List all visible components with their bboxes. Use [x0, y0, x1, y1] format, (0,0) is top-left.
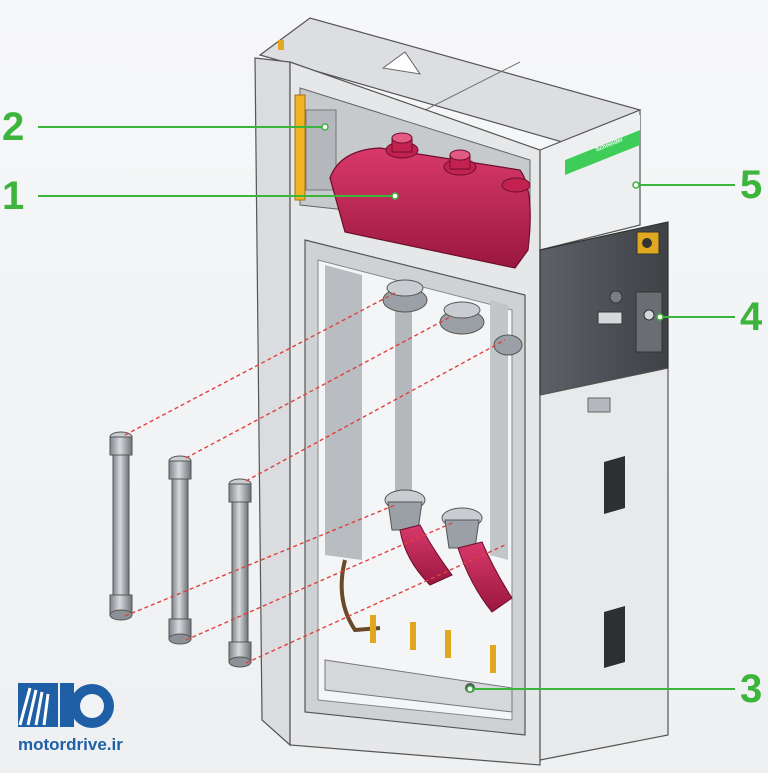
fuse-right — [228, 478, 252, 668]
callout-label-3: 3 — [740, 667, 763, 711]
motordrive-logo — [18, 683, 114, 728]
arrow-marker — [381, 51, 422, 75]
mechanism-door — [635, 291, 663, 353]
fuse-holders-upper — [382, 279, 523, 356]
callout-dots — [321, 123, 664, 693]
vent-upper — [604, 456, 625, 514]
fuse-guide-lines — [124, 292, 506, 664]
callout-label-4: 4 — [740, 295, 763, 339]
callout-label-5: 5 — [740, 163, 763, 207]
brand-stripe — [565, 130, 640, 175]
watermark-text: motordrive.ir — [18, 735, 123, 754]
callout-leaders — [38, 126, 735, 690]
left-side-panel — [254, 57, 291, 747]
earthing-contacts — [370, 615, 496, 673]
busbar-housing — [329, 147, 531, 269]
fuse-left — [109, 431, 133, 621]
callout-label-2: 2 — [2, 105, 25, 149]
fuse-holders-lower — [384, 489, 483, 549]
callout-label-1: 1 — [2, 174, 25, 218]
busbar-bushings — [385, 132, 531, 193]
right-lower-panel — [539, 367, 669, 761]
fuse-middle — [168, 455, 192, 645]
interlock-bar — [294, 94, 306, 201]
vent-lower — [604, 606, 625, 668]
